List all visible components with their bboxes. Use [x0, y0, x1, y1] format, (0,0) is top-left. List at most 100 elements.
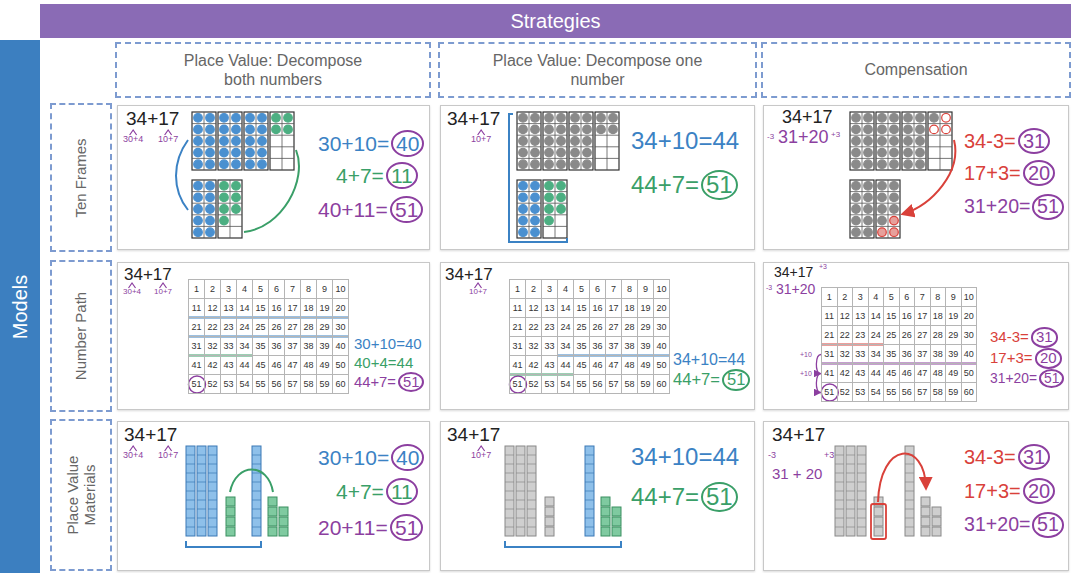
ten-frame-line — [230, 112, 231, 170]
grid-number: 52 — [526, 375, 542, 394]
counter-dot — [557, 160, 566, 169]
grid-number: 27 — [285, 318, 301, 337]
ten-frame-line — [192, 214, 216, 215]
ten-rod-line — [252, 473, 261, 474]
counter-dot — [878, 114, 887, 123]
counter-dot — [206, 114, 215, 123]
equation-text: 20+11= — [318, 516, 388, 539]
grid-number: 11 — [822, 307, 838, 326]
grid-number: 44 — [558, 356, 574, 375]
grid-number: 43 — [853, 364, 869, 383]
grid-number: 24 — [237, 318, 253, 337]
grid-number: 28 — [931, 326, 947, 345]
counter-dot — [930, 125, 939, 134]
counter-dot — [220, 182, 229, 191]
counter-dot — [194, 216, 203, 225]
grid-number: 16 — [269, 299, 285, 318]
counter-dot — [597, 125, 606, 134]
band-title: Models — [9, 48, 32, 565]
grid-number: 39 — [946, 345, 962, 364]
ten-frame-line — [876, 226, 900, 227]
group-bracket — [244, 150, 299, 232]
group-bracket — [505, 541, 621, 547]
ten-rod-line — [857, 518, 866, 519]
counter-dot — [878, 193, 887, 202]
grid-number: 12 — [526, 299, 542, 318]
counter-dot — [852, 216, 861, 225]
unit-cube — [932, 517, 941, 526]
ten-rod-line — [835, 527, 844, 528]
equation-text: +3 — [824, 451, 834, 461]
ten-rod-line — [505, 473, 514, 474]
counter-dot — [904, 137, 913, 146]
ten-frame-line — [850, 146, 874, 147]
grid-number: 32 — [526, 337, 542, 356]
grid-number: 56 — [269, 375, 285, 394]
counter-dot — [890, 216, 899, 225]
grid-number: 57 — [606, 375, 622, 394]
ten-frame-line — [928, 135, 952, 136]
equation-text: 30+4 — [123, 288, 141, 297]
ten-rod-line — [197, 527, 206, 528]
grid-number: 35 — [253, 337, 269, 356]
grid-number: 13 — [542, 299, 558, 318]
grid-number: 8 — [622, 280, 638, 299]
ten-frame-line — [543, 123, 567, 124]
ten-rod-line — [252, 455, 261, 456]
ten-rod-line — [527, 491, 536, 492]
counter-dot — [220, 148, 229, 157]
ten-frame-line — [902, 135, 926, 136]
equation-text: 34+17 — [447, 425, 500, 446]
counter-dot — [519, 182, 528, 191]
ten-rod-line — [208, 464, 217, 465]
ten-frame-line — [517, 123, 541, 124]
ten-frame — [850, 112, 874, 170]
unit-cube — [279, 507, 288, 516]
equation-text: 34+17 — [772, 425, 825, 446]
counter-dot — [878, 205, 887, 214]
counter-dot — [206, 125, 215, 134]
grid-number: 28 — [301, 318, 317, 337]
counter-dot — [545, 114, 554, 123]
grid-number: 38 — [622, 337, 638, 356]
grid-number: 45 — [253, 356, 269, 375]
ten-rod-line — [197, 464, 206, 465]
ten-frame-line — [192, 158, 216, 159]
grid-number: 26 — [590, 318, 606, 337]
ten-frame-line — [192, 146, 216, 147]
counter-dot — [557, 148, 566, 157]
counter-dot — [545, 160, 554, 169]
counter-dot — [864, 137, 873, 146]
counter-dot — [519, 193, 528, 202]
unit-cube — [268, 527, 277, 536]
ten-frame — [850, 180, 874, 238]
strategy-header: Compensation — [761, 42, 1071, 98]
moved-units-box — [871, 504, 886, 539]
ten-rod-line — [846, 482, 855, 483]
grid-number: 33 — [221, 337, 237, 356]
counter-dot — [571, 125, 580, 134]
ten-rod-line — [527, 527, 536, 528]
grid-number: 21 — [189, 318, 205, 337]
grid-number: 42 — [205, 356, 221, 375]
equation-text: 34+17 — [774, 265, 813, 280]
grid-number: 42 — [526, 356, 542, 375]
ten-rod-line — [905, 473, 914, 474]
ten-rod-line — [186, 500, 195, 501]
ten-frame-line — [529, 112, 530, 170]
ten-frame-line — [850, 203, 874, 204]
grid-number: 2 — [526, 280, 542, 299]
equation-text: 31 — [1018, 128, 1050, 154]
grid-number: 18 — [931, 307, 947, 326]
grid-number: 34 — [237, 337, 253, 356]
ten-frame-line — [192, 191, 216, 192]
equation-text: 30+10= — [318, 446, 389, 469]
ten-rod-line — [516, 518, 525, 519]
ten-rod-line — [186, 518, 195, 519]
ten-rod — [857, 446, 866, 536]
counter-dot — [258, 125, 267, 134]
grid-number: 47 — [285, 356, 301, 375]
equation-text: 10+7 — [158, 135, 178, 145]
ten-rod-line — [585, 491, 594, 492]
ten-frame-line — [270, 135, 294, 136]
